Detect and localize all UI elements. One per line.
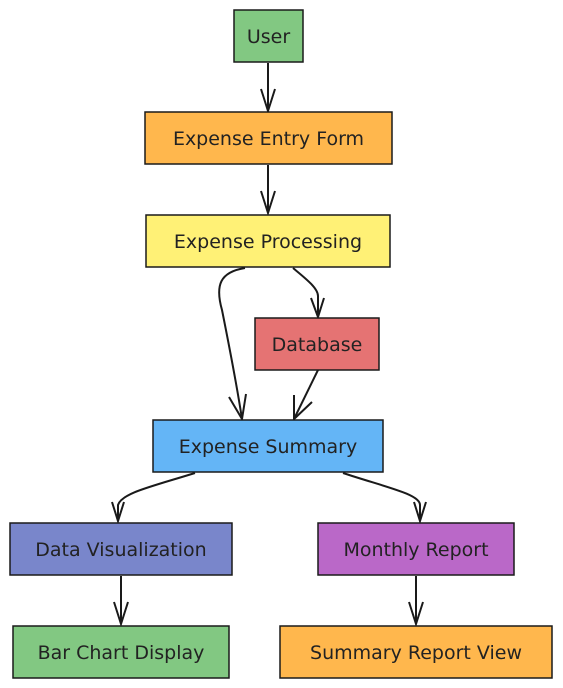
- node-user: User: [233, 9, 304, 63]
- node-expense-entry-form: Expense Entry Form: [144, 111, 393, 165]
- node-bar-chart-display-label: Bar Chart Display: [38, 642, 205, 664]
- node-expense-entry-form-label: Expense Entry Form: [173, 128, 364, 150]
- node-database: Database: [254, 317, 380, 371]
- node-summary-report-view: Summary Report View: [279, 625, 553, 679]
- edge-processing-to-database: [292, 267, 325, 321]
- edge-dataviz-to-barchart: [113, 576, 129, 628]
- node-expense-entry-form-box: [144, 111, 393, 165]
- node-summary-report-view-label: Summary Report View: [310, 642, 522, 664]
- node-user-box: [233, 9, 304, 63]
- edge-database-to-summary: [293, 369, 319, 422]
- node-monthly-report-box: [317, 522, 515, 576]
- edge-summary-to-dataviz: [111, 472, 196, 525]
- edge-summary-to-monthly: [342, 472, 427, 525]
- node-data-visualization-box: [9, 522, 233, 576]
- node-user-label: User: [247, 26, 290, 48]
- node-data-visualization: Data Visualization: [9, 522, 233, 576]
- node-expense-summary: Expense Summary: [152, 419, 384, 473]
- node-expense-processing-label: Expense Processing: [174, 231, 362, 253]
- node-database-box: [254, 317, 380, 371]
- node-expense-processing-box: [145, 214, 391, 268]
- node-data-visualization-label: Data Visualization: [35, 539, 206, 561]
- node-bar-chart-display: Bar Chart Display: [12, 625, 230, 679]
- edge-processing-to-summary: [218, 267, 247, 422]
- node-summary-report-view-box: [279, 625, 553, 679]
- node-database-label: Database: [272, 334, 363, 356]
- edge-user-to-entry: [260, 63, 276, 115]
- edge-monthly-to-reportview: [408, 576, 424, 628]
- node-bar-chart-display-box: [12, 625, 230, 679]
- node-monthly-report: Monthly Report: [317, 522, 515, 576]
- node-monthly-report-label: Monthly Report: [343, 539, 488, 561]
- node-expense-processing: Expense Processing: [145, 214, 391, 268]
- node-expense-summary-label: Expense Summary: [179, 436, 358, 458]
- edge-entry-to-processing: [260, 165, 276, 217]
- node-expense-summary-box: [152, 419, 384, 473]
